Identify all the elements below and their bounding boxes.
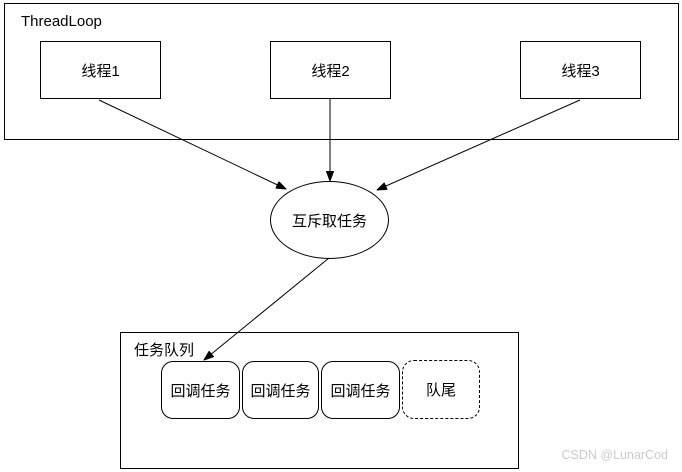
mutex-label: 互斥取任务: [291, 212, 367, 230]
callback-task-2-label: 回调任务: [250, 382, 311, 400]
thread-box-1-label: 线程1: [81, 62, 120, 80]
thread-box-2: 线程2: [270, 41, 391, 99]
callback-task-box-2: 回调任务: [242, 361, 319, 419]
callback-task-box-3: 回调任务: [321, 361, 400, 419]
queue-tail-label: 队尾: [425, 382, 456, 399]
thread-box-1: 线程1: [40, 41, 161, 99]
thread-box-2-label: 线程2: [311, 62, 350, 80]
callback-task-box-1: 回调任务: [161, 361, 240, 419]
queue-tail-box: 队尾: [402, 360, 480, 419]
thread-box-3-label: 线程3: [561, 62, 600, 80]
watermark: CSDN @LunarCod: [561, 448, 668, 462]
callback-task-3-label: 回调任务: [330, 382, 391, 400]
thread-box-3: 线程3: [520, 41, 641, 99]
callback-task-1-label: 回调任务: [170, 382, 231, 400]
mutex-ellipse: 互斥取任务: [270, 181, 389, 259]
threadloop-label: ThreadLoop: [21, 13, 102, 30]
task-queue-label: 任务队列: [134, 342, 195, 359]
